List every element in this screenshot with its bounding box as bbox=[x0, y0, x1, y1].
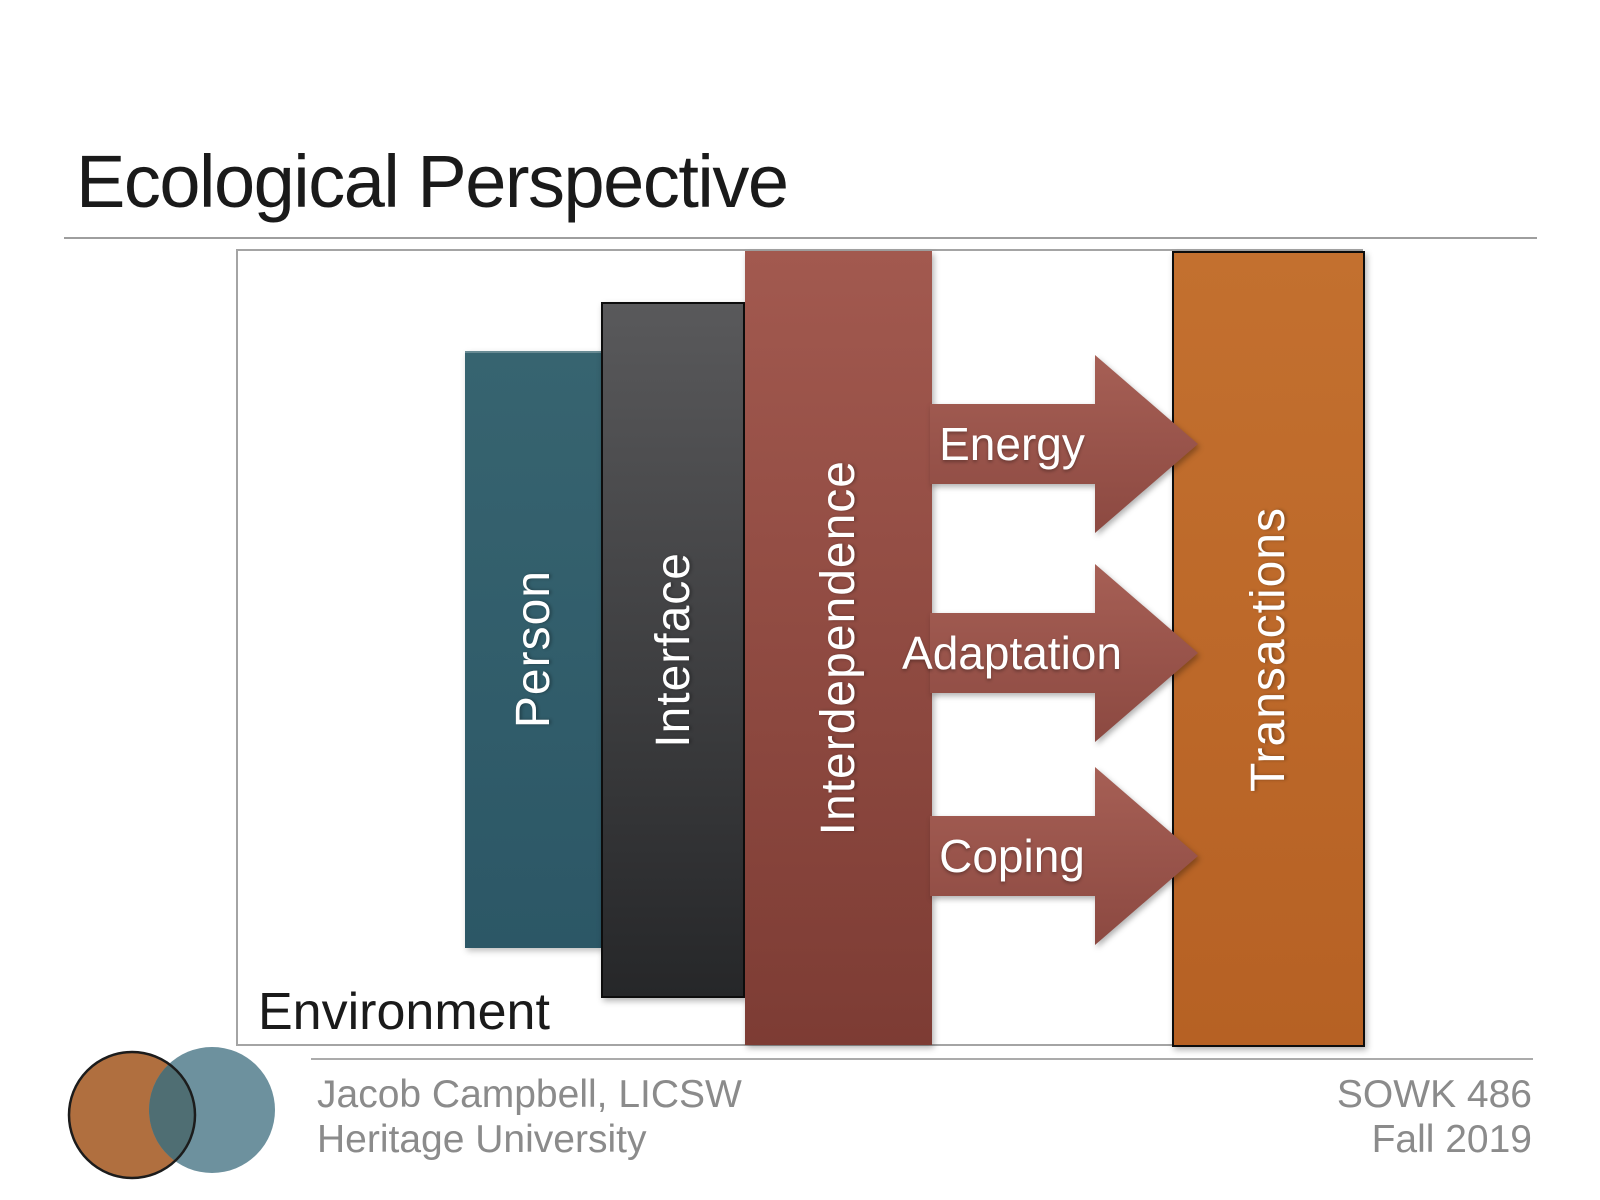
bar-person: Person bbox=[465, 351, 602, 948]
arrow-energy-label: Energy bbox=[939, 418, 1085, 470]
arrow-coping: Coping bbox=[930, 767, 1198, 945]
arrow-adaptation-label: Adaptation bbox=[902, 627, 1122, 679]
arrow-coping-label: Coping bbox=[939, 830, 1085, 882]
bar-interface: Interface bbox=[601, 302, 745, 998]
footer-course-block: SOWK 486 Fall 2019 bbox=[1337, 1072, 1532, 1162]
footer-author-org: Heritage University bbox=[317, 1118, 647, 1161]
logo-overlapping-circles-icon bbox=[67, 1047, 275, 1180]
bar-transactions: Transactions bbox=[1172, 251, 1365, 1047]
arrow-adaptation: Adaptation bbox=[902, 564, 1198, 742]
right-arrow-icon bbox=[930, 355, 1198, 533]
page-title: Ecological Perspective bbox=[76, 140, 789, 223]
title-divider bbox=[64, 237, 1537, 239]
bar-interface-label: Interface bbox=[646, 552, 700, 748]
bar-interdependence-label: Interdependence bbox=[812, 460, 865, 836]
footer-author-name: Jacob Campbell, LICSW bbox=[317, 1073, 742, 1116]
footer-course-term: Fall 2019 bbox=[1371, 1118, 1532, 1161]
footer-course-code: SOWK 486 bbox=[1336, 1073, 1532, 1116]
bar-transactions-label: Transactions bbox=[1242, 506, 1295, 792]
bar-person-label: Person bbox=[507, 570, 560, 729]
right-arrow-icon bbox=[930, 564, 1198, 742]
footer-author-block: Jacob Campbell, LICSW Heritage Universit… bbox=[317, 1072, 742, 1162]
right-arrow-icon bbox=[930, 767, 1198, 945]
environment-label: Environment bbox=[258, 983, 550, 1041]
bar-interdependence: Interdependence bbox=[745, 251, 932, 1045]
arrow-energy: Energy bbox=[930, 355, 1198, 533]
footer-divider bbox=[311, 1058, 1533, 1060]
